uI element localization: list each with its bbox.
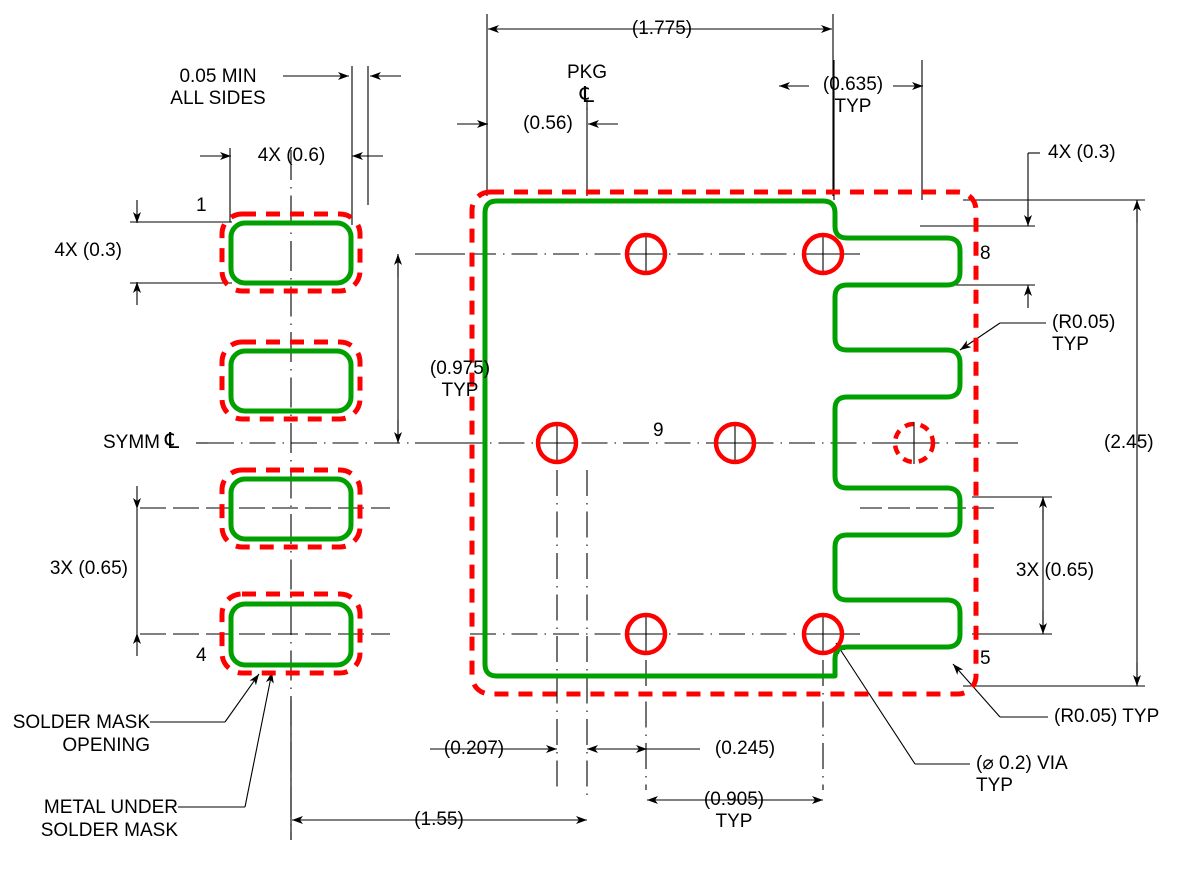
via-diameter-typ: TYP — [976, 775, 1013, 796]
right-4x-03-label: 4X (0.3) — [1048, 142, 1116, 163]
via-hole-hidden — [892, 421, 936, 465]
radius-right-typ: TYP — [1052, 334, 1089, 355]
pad-number-5: 5 — [980, 648, 991, 669]
note-solder-mask-opening-line1: SOLDER MASK — [12, 712, 150, 733]
metal-under-solder-mask-main-body — [482, 198, 963, 679]
pad-number-1: 1 — [196, 195, 207, 216]
min-all-sides-label-line2: ALL SIDES — [170, 88, 266, 109]
pad-number-9: 9 — [653, 420, 664, 441]
note-metal-under-line2: SOLDER MASK — [40, 820, 178, 841]
radius-bottom-label: (R0.05) TYP — [1054, 706, 1160, 727]
solder-mask-opening-left-pads — [219, 211, 363, 676]
pitch-3x-left-label: 3X (0.65) — [49, 558, 128, 579]
dim-0245-label: (0.245) — [714, 738, 776, 759]
pad-height-4x-label: 4X (0.3) — [54, 240, 122, 261]
typ-0635-value: (0.635) — [822, 74, 884, 95]
dim-0905-typ: TYP — [715, 811, 753, 832]
min-all-sides-label-line1: 0.05 MIN — [179, 66, 257, 87]
note-solder-mask-opening-line2: OPENING — [62, 735, 150, 756]
solder-mask-opening-main-body — [469, 189, 979, 697]
typ-0635-typ: TYP — [834, 96, 872, 117]
overall-height-label: (2.45) — [1104, 432, 1154, 453]
via-diameter-value: (⌀ 0.2) VIA — [976, 753, 1068, 774]
pad-number-8: 8 — [980, 243, 991, 264]
overall-width-label: (1.775) — [631, 18, 693, 39]
symm-centerline-label: SYMM — [103, 432, 160, 453]
pkg-centerline-label: PKG — [566, 62, 608, 83]
offset-056-label: (0.56) — [523, 113, 573, 134]
metal-under-solder-mask-left-pads — [228, 220, 354, 668]
typ-0975-typ: TYP — [441, 380, 479, 401]
typ-0975-value: (0.975) — [429, 358, 491, 379]
via-holes — [535, 232, 845, 656]
dim-0905-value: (0.905) — [703, 789, 765, 810]
dim-155-label: (1.55) — [414, 809, 464, 830]
symm-centerline-glyph: ℄ — [165, 428, 180, 453]
pad-number-4: 4 — [196, 645, 207, 666]
note-metal-under-line1: METAL UNDER — [43, 797, 178, 818]
pkg-centerline-glyph: ℄ — [579, 82, 595, 107]
extension-and-dimension-lines — [130, 14, 1145, 840]
dim-0207-label: (0.207) — [443, 738, 505, 759]
pad-width-4x-label: 4X (0.6) — [257, 145, 326, 166]
radius-right-value: (R0.05) — [1052, 312, 1116, 333]
pitch-3x-right-label: 3X (0.65) — [1015, 560, 1095, 581]
